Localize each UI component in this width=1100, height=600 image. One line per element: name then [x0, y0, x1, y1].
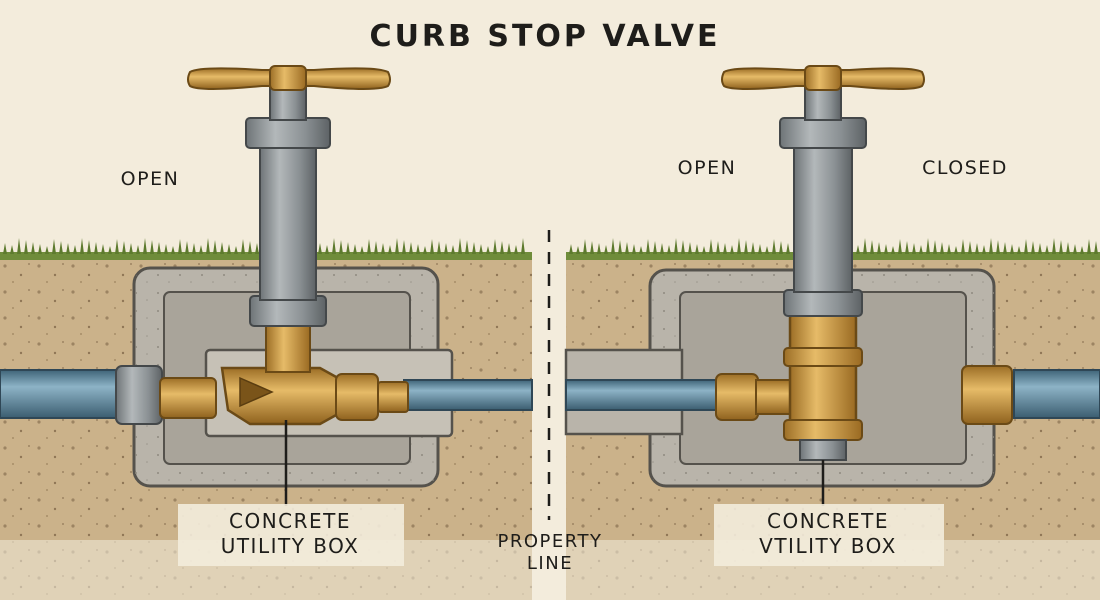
right-state-label-open: OPEN	[678, 157, 737, 179]
left-steel-coupling	[115, 365, 163, 425]
left-stem-collar-upper	[245, 117, 331, 149]
property-line-label-line1: PROPERTY	[498, 531, 603, 552]
grass-blades	[3, 238, 1098, 254]
right-threaded-tail	[799, 439, 847, 461]
left-box-label-line1: CONCRETE	[229, 509, 351, 533]
right-water-pipe	[1013, 369, 1100, 419]
right-brass-coupling	[961, 365, 1013, 425]
right-brass-band-lower	[783, 419, 863, 441]
right-box-label-line1: CONCRETE	[767, 509, 889, 533]
left-water-pipe	[0, 369, 131, 419]
right-brass-body	[788, 310, 858, 430]
left-brass-neck	[265, 325, 311, 373]
right-stem-pipe	[793, 139, 853, 293]
left-valve-wedge	[239, 376, 274, 408]
right-valve-assembly	[564, 65, 1100, 506]
property-line-label-line2: LINE	[527, 553, 573, 574]
right-pipe-inlet	[565, 379, 727, 411]
left-stem-pipe	[259, 139, 317, 301]
right-brass-band-upper	[783, 347, 863, 367]
left-label-plate	[178, 504, 404, 566]
left-brass-outlet-nut	[335, 373, 379, 421]
diagram-title: CURB STOP VALVE	[370, 19, 721, 54]
left-pipe-exit	[403, 379, 533, 411]
right-label-plate	[714, 504, 944, 566]
right-stem-collar-upper	[779, 117, 867, 149]
right-handle-hub	[804, 65, 842, 91]
left-brass-threads	[377, 381, 409, 413]
right-box-label-line2: VTILITY BOX	[759, 534, 897, 558]
right-stem-top	[804, 85, 842, 121]
left-box-label-line2: UTILITY BOX	[221, 534, 360, 558]
left-valve-assembly	[0, 65, 533, 506]
right-state-label-closed: CLOSED	[922, 157, 1008, 179]
left-handle-hub	[269, 65, 307, 91]
right-stem-collar-lower	[783, 289, 863, 317]
right-brass-inlet-nut	[715, 373, 759, 421]
left-stem-top	[269, 85, 307, 121]
left-state-label: OPEN	[121, 168, 180, 190]
left-brass-inlet	[159, 377, 217, 419]
